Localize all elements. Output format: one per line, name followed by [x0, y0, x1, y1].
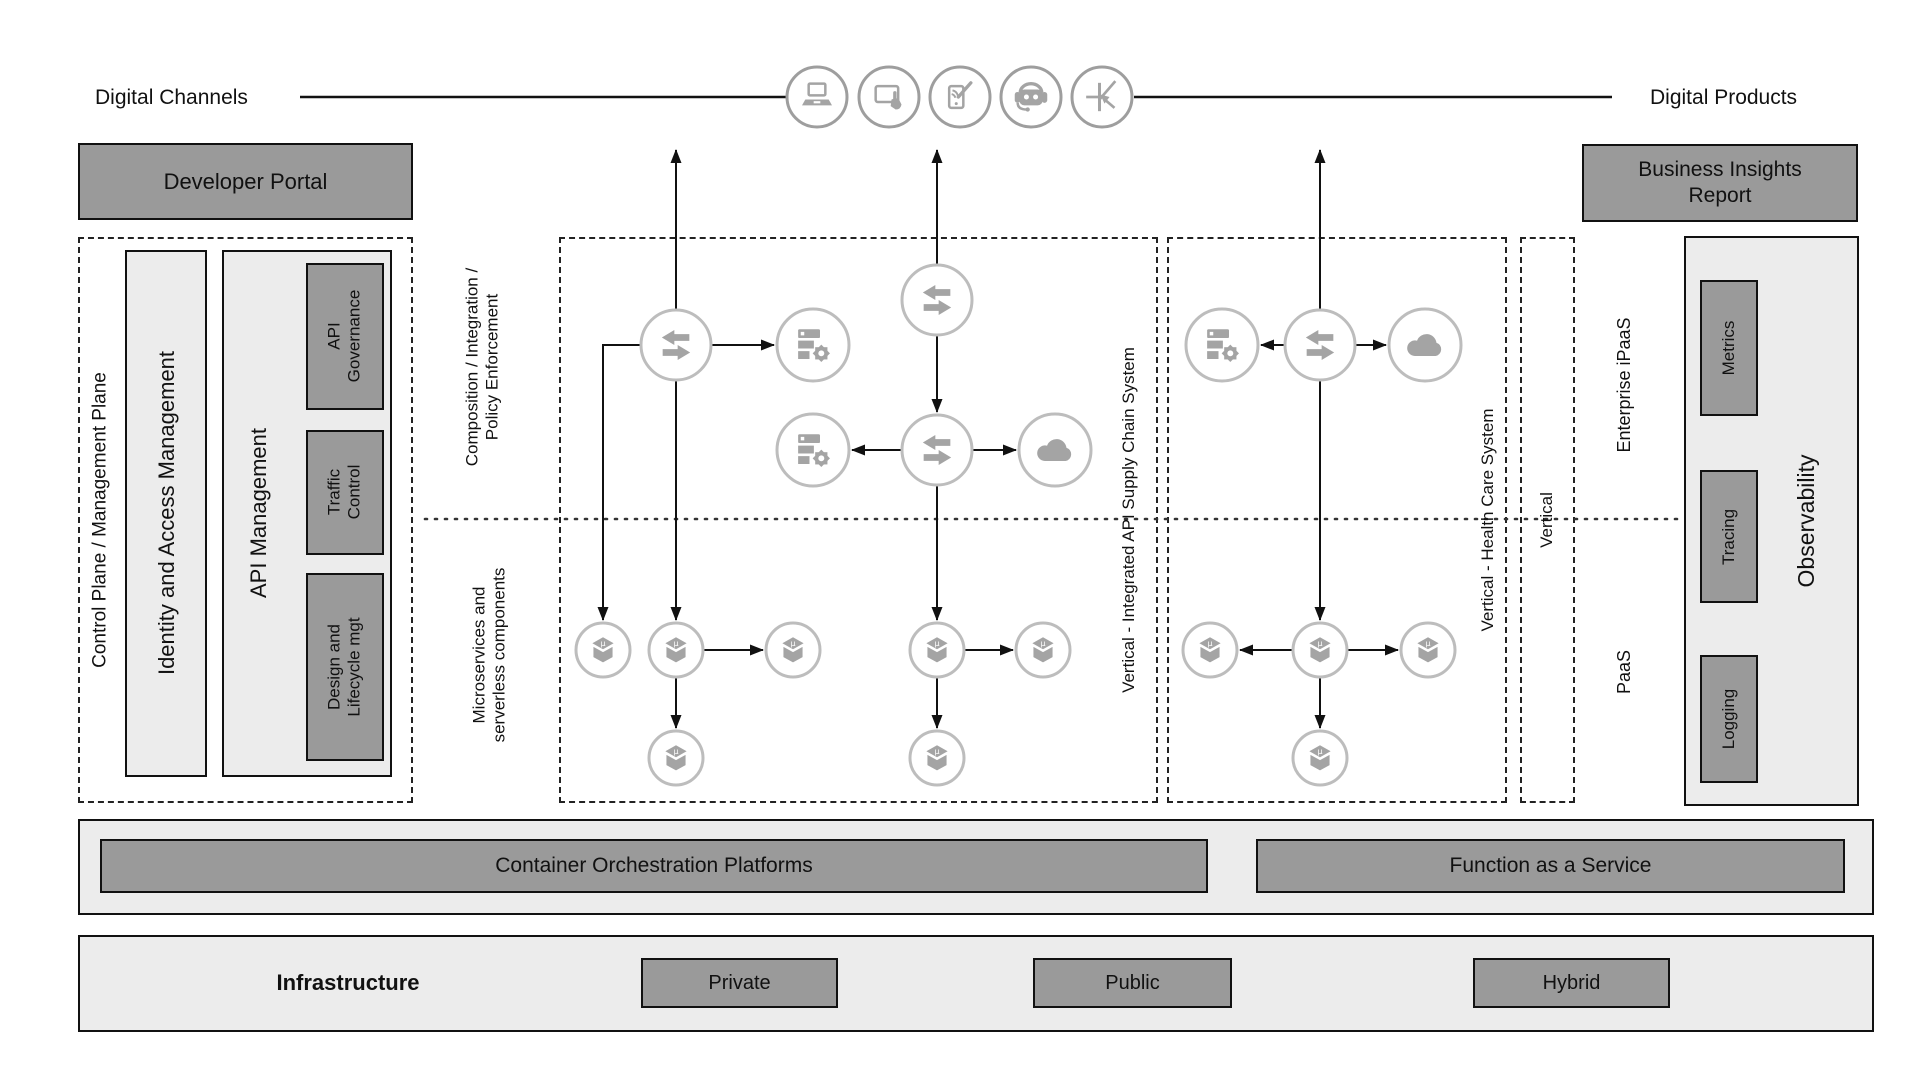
control-plane-box: [78, 237, 413, 803]
control-plane-label: Control Plane / Management Plane: [89, 372, 111, 668]
logging-label: Logging: [1718, 688, 1738, 750]
logging-box: [1700, 655, 1758, 783]
hybrid-label: Hybrid: [1542, 971, 1601, 994]
public-box: Public: [1033, 958, 1232, 1008]
infrastructure-label: Infrastructure: [276, 970, 420, 995]
developer-portal-label: Developer Portal: [163, 168, 328, 194]
traffic-control-label: Traffic Control: [324, 464, 364, 520]
health-care-vertical-label: Vertical - Health Care System: [1477, 408, 1497, 632]
observability-label: Observability: [1793, 454, 1820, 588]
business-insights-label: Business Insights Report: [1638, 157, 1802, 207]
laptop-icon: [785, 65, 849, 129]
faas-label: Function as a Service: [1449, 854, 1652, 877]
supply-chain-vertical-label: Vertical - Integrated API Supply Chain S…: [1118, 347, 1138, 693]
design-lifecycle-box: [306, 573, 384, 761]
chatbot-icon: [999, 65, 1063, 129]
digital-products-label: Digital Products: [1650, 86, 1798, 109]
health-care-vertical-box: [1167, 237, 1507, 803]
paas-label: PaaS: [1614, 649, 1635, 695]
container-orchestration-box: Container Orchestration Platforms: [100, 839, 1208, 893]
tracing-label: Tracing: [1718, 508, 1738, 566]
traffic-control-box: [306, 430, 384, 555]
digital-channels-label: Digital Channels: [95, 86, 248, 109]
iam-label: Identity and Access Management: [153, 350, 179, 676]
design-lifecycle-label: Design and Lifecycle mgt: [324, 617, 364, 717]
container-orchestration-label: Container Orchestration Platforms: [495, 854, 813, 877]
iot-sensor-icon: [1070, 65, 1134, 129]
metrics-label: Metrics: [1718, 320, 1738, 376]
hybrid-box: Hybrid: [1473, 958, 1670, 1008]
api-governance-box: [306, 263, 384, 410]
metrics-box: [1700, 280, 1758, 416]
tablet-touch-icon: [857, 65, 921, 129]
supply-chain-vertical-box: [559, 237, 1158, 803]
api-governance-label: API Governance: [324, 289, 364, 383]
private-label: Private: [708, 971, 771, 994]
developer-portal-box: Developer Portal: [78, 143, 413, 220]
microservices-layer-label: Microservices and serverless components: [469, 567, 509, 743]
tablet-stylus-icon: [928, 65, 992, 129]
business-insights-box: Business Insights Report: [1582, 144, 1858, 222]
private-box: Private: [641, 958, 838, 1008]
public-label: Public: [1105, 971, 1160, 994]
generic-vertical-label: Vertical: [1536, 492, 1556, 548]
api-management-label: API Management: [245, 428, 271, 598]
faas-box: Function as a Service: [1256, 839, 1845, 893]
enterprise-ipaas-label: Enterprise iPaaS: [1614, 317, 1635, 453]
composition-layer-label: Composition / Integration / Policy Enfor…: [462, 267, 502, 467]
iam-box: [125, 250, 207, 777]
tracing-box: [1700, 470, 1758, 603]
